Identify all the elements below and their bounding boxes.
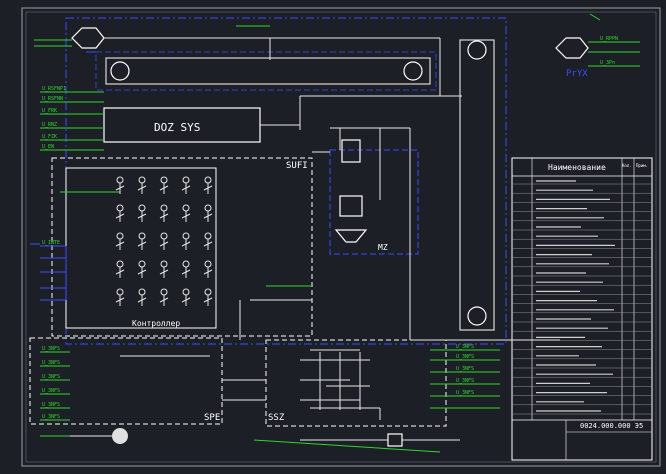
left-signal-label: U_3NFS <box>42 346 60 352</box>
left-signal-label: U_RSFNP1 <box>42 86 66 92</box>
mz-label: MZ <box>378 243 388 252</box>
left-signal-label: U_3NFS <box>42 374 60 380</box>
drawing-inner-frame <box>25 11 657 463</box>
right-signal-label: U_RPPN <box>600 36 618 42</box>
left-signal-label: U_RNZ <box>42 122 57 128</box>
vertical-conveyor <box>459 39 495 331</box>
ssz-block <box>265 339 447 427</box>
right-signal-label: U_3NFS <box>456 390 474 396</box>
spec-rows <box>512 180 652 415</box>
right-motor <box>555 37 589 59</box>
sufi-panel <box>51 157 313 337</box>
title-block <box>511 157 653 461</box>
left-signal-label: U_3NFS <box>42 360 60 366</box>
right-signal-label: U_3Pn <box>600 60 615 66</box>
right-signal-label: U_3NFS <box>456 354 474 360</box>
left-signal-label: U_3NFS <box>42 414 60 420</box>
mz-hopper <box>334 229 368 243</box>
doz-sys-label: DOZ SYS <box>154 121 200 134</box>
spec-col-note: Прим. <box>636 163 648 168</box>
drawing-code: 0024.000.000 Э5 <box>580 422 643 430</box>
mz-block <box>329 149 419 255</box>
ssz-label: SSZ <box>268 413 285 423</box>
right-signal-label: U_3NFS <box>456 344 474 350</box>
wiring-green <box>34 13 640 453</box>
right-signal-label: U_3NFS <box>456 378 474 384</box>
left-signal-label: U_INTE <box>42 240 60 246</box>
sufi-label: SUFI <box>286 161 308 171</box>
left-motor <box>71 27 105 49</box>
left-signal-label: U_FRK <box>42 108 57 114</box>
spe-block <box>29 337 223 425</box>
left-signal-label: U_FZK <box>42 134 57 140</box>
system-boundary <box>65 17 507 345</box>
spec-col-qty: Кол. <box>622 163 632 168</box>
spe-label: SPE <box>204 413 220 423</box>
spec-heading: Наименование <box>548 163 606 172</box>
left-signal-label: U_3NFS <box>42 402 60 408</box>
bottom-actuator <box>112 428 128 444</box>
bottom-device <box>387 433 403 447</box>
left-signal-label: U_EN <box>42 144 54 150</box>
drawing-frame <box>21 7 661 467</box>
mz-actuator <box>341 139 361 163</box>
pryx-label: PrYX <box>566 69 588 79</box>
wiring-white <box>40 37 560 441</box>
mz-valve <box>339 195 363 217</box>
top-conveyor <box>95 51 437 91</box>
right-signal-label: U_3NFS <box>456 366 474 372</box>
wiring-blue <box>30 51 96 301</box>
kontroller-label: Контроллер <box>132 319 180 328</box>
left-signal-label: U_3NFS <box>42 388 60 394</box>
relay-grid <box>115 176 213 306</box>
left-signal-label: U_RSFNN <box>42 96 63 102</box>
